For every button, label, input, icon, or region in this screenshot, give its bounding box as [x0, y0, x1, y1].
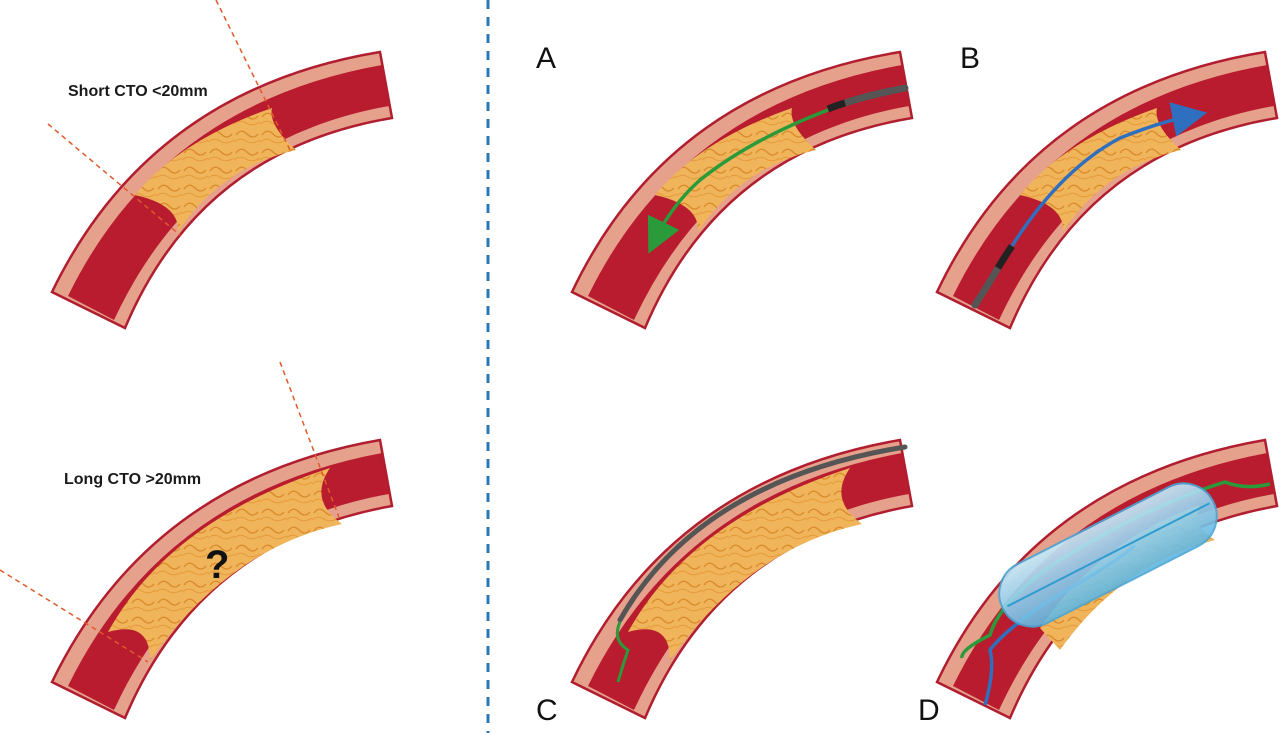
unknown-length-marker: ? [205, 543, 229, 587]
measure-line-proximal [47, 123, 181, 236]
panel-a: A [536, 42, 914, 330]
retrograde-wire [1010, 102, 1208, 247]
vessel-lumen [953, 65, 1274, 320]
panel-a-label: A [536, 42, 556, 75]
short-cto-panel: Short CTO <20mm [47, 0, 394, 330]
guide-catheter [841, 84, 909, 107]
vessel-lumen [588, 65, 909, 320]
short-cto-label: Short CTO <20mm [68, 83, 208, 100]
plaque-occlusion [135, 108, 296, 232]
panel-b-label: B [960, 42, 980, 75]
retrograde-catheter [971, 264, 1002, 309]
plaque-occlusion [1020, 108, 1181, 232]
panel-b: B [935, 42, 1279, 330]
vessel-lumen [953, 453, 1274, 710]
catheter-tip [994, 243, 1015, 270]
plaque-occlusion [108, 468, 342, 660]
measure-line-distal [279, 361, 341, 521]
measure-line-distal [215, 0, 291, 151]
catheter-tip [826, 99, 847, 113]
antegrade-wire [615, 621, 630, 683]
vessel-lumen [68, 65, 389, 320]
panel-c: C [536, 438, 914, 727]
panel-d-label: D [918, 694, 940, 727]
panel-d: D [918, 438, 1279, 727]
long-cto-panel: Long CTO >20mm ? [0, 361, 394, 720]
measure-line-proximal [0, 569, 149, 663]
antegrade-wire [647, 108, 829, 254]
plaque-occlusion [655, 108, 816, 232]
plaque-occlusion [628, 468, 862, 660]
long-cto-label: Long CTO >20mm [64, 471, 201, 488]
balloon-icon [998, 482, 1218, 628]
subintimal-catheter [617, 444, 908, 623]
panel-c-label: C [536, 694, 558, 727]
